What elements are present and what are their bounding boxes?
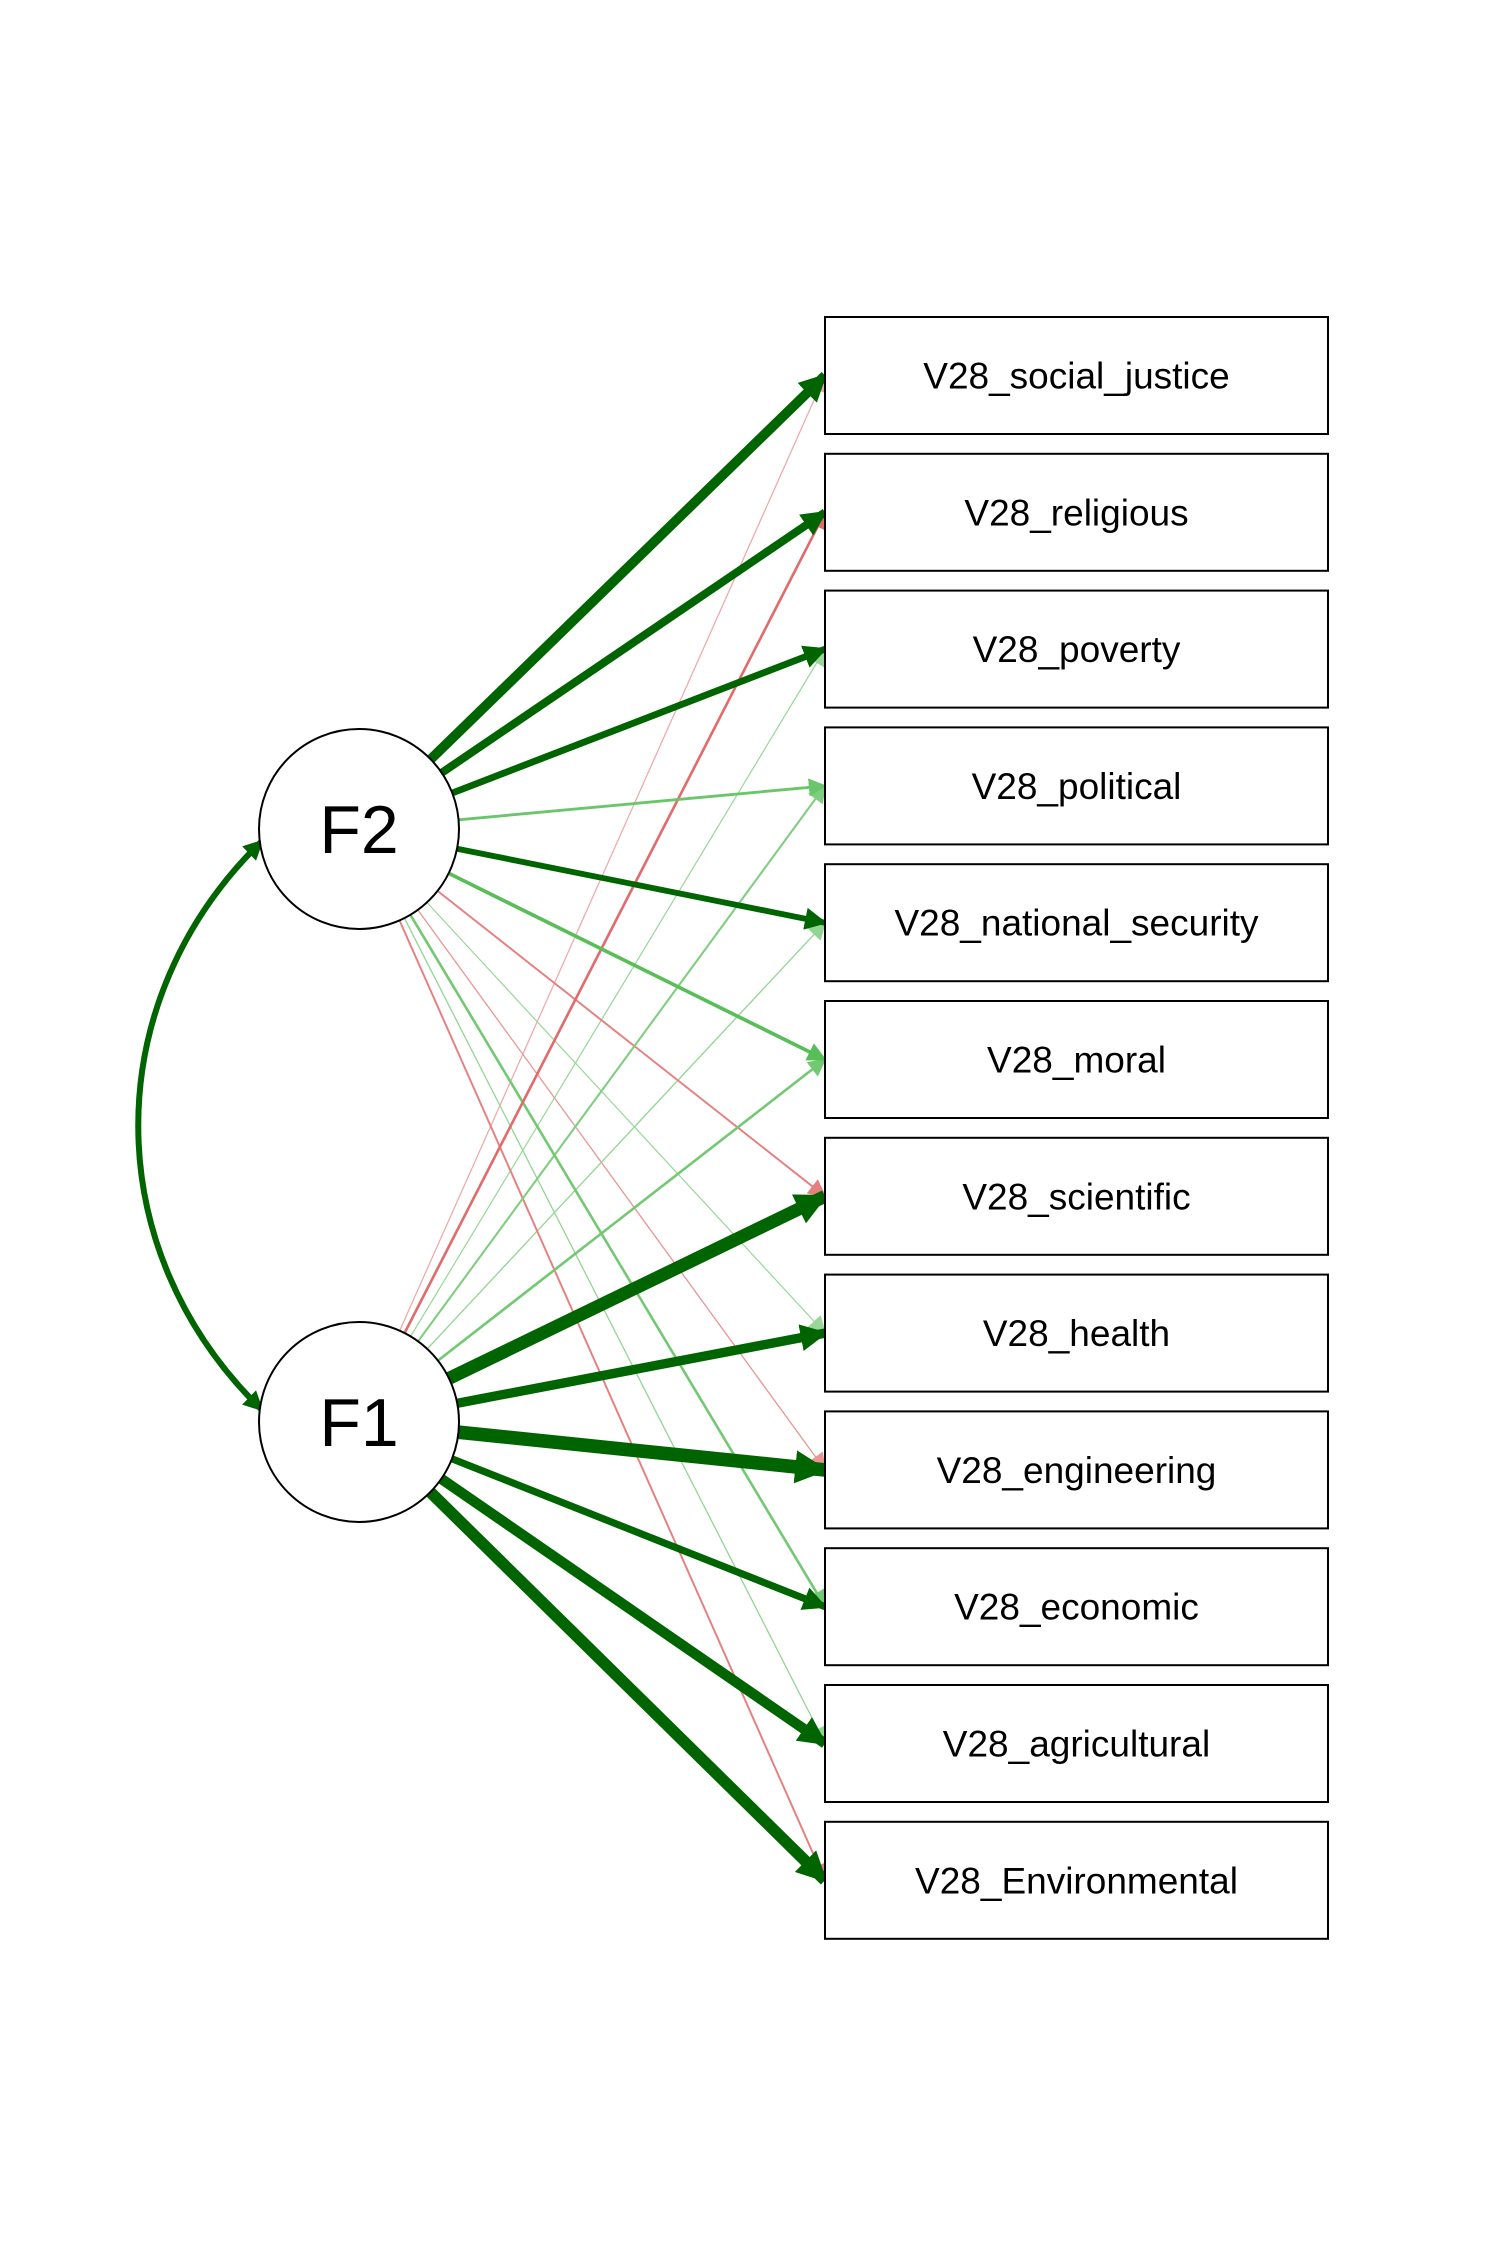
- loading-edge-F1-political: [417, 784, 827, 1342]
- observed-node-Environmental: V28_Environmental: [824, 1820, 1329, 1940]
- observed-box: [824, 1273, 1329, 1393]
- observed-label: V28_political: [972, 766, 1182, 807]
- edges-layer: [135, 372, 830, 1885]
- observed-label: V28_health: [983, 1313, 1170, 1354]
- observed-node-social_justice: V28_social_justice: [824, 316, 1329, 435]
- observed-box: [824, 1410, 1329, 1530]
- observed-box: [824, 1820, 1329, 1940]
- loading-edge-F2-religious: [439, 508, 828, 777]
- observed-label: V28_agricultural: [943, 1724, 1210, 1765]
- observed-box: [824, 1000, 1329, 1119]
- loading-edge-F1-national_security: [426, 921, 827, 1350]
- observed-box: [824, 452, 1329, 572]
- loading-edge-F2-national_security: [456, 845, 828, 930]
- loading-edge-F1-engineering: [457, 1425, 829, 1484]
- observed-label: V28_Environmental: [915, 1860, 1238, 1901]
- factor-node-F2: F2: [258, 728, 460, 930]
- observed-box: [824, 1136, 1329, 1256]
- loading-edge-F2-engineering: [417, 909, 827, 1472]
- loading-edge-F1-moral: [437, 1058, 827, 1362]
- observed-box: [824, 589, 1329, 709]
- observed-label: V28_religious: [964, 492, 1188, 533]
- loading-edge-F1-agricultural: [438, 1474, 828, 1748]
- loading-edge-F2-moral: [447, 871, 827, 1062]
- observed-node-engineering: V28_engineering: [824, 1410, 1329, 1530]
- loading-edge-F2-agricultural: [403, 917, 826, 1746]
- observed-label: V28_national_security: [894, 903, 1259, 944]
- factor-label: F1: [319, 1385, 398, 1461]
- loading-edge-F1-Environmental: [426, 1487, 830, 1885]
- observed-node-national_security: V28_national_security: [824, 863, 1329, 983]
- observed-node-poverty: V28_poverty: [824, 589, 1329, 709]
- observed-label: V28_poverty: [973, 629, 1181, 670]
- observed-label: V28_social_justice: [923, 356, 1229, 397]
- observed-box: [824, 1684, 1329, 1803]
- nodes-layer: V28_social_justiceV28_religiousV28_pover…: [258, 316, 1329, 1940]
- loading-edge-F2-social_justice: [427, 372, 829, 763]
- loading-edge-F2-political: [458, 778, 827, 822]
- factor-circle: [258, 1321, 460, 1523]
- observed-node-scientific: V28_scientific: [824, 1136, 1329, 1256]
- observed-label: V28_economic: [954, 1587, 1199, 1628]
- loading-edge-F2-scientific: [436, 890, 827, 1198]
- observed-label: V28_moral: [987, 1040, 1166, 1081]
- observed-box: [824, 726, 1329, 846]
- covariance-edge-F2-F1: [135, 838, 265, 1413]
- loading-edge-F2-health: [426, 901, 827, 1335]
- observed-box: [824, 863, 1329, 983]
- factor-label: F2: [319, 792, 398, 868]
- loading-edge-F2-poverty: [451, 645, 828, 797]
- loading-edge-F1-poverty: [410, 647, 826, 1337]
- observed-box: [824, 316, 1329, 435]
- observed-node-political: V28_political: [824, 726, 1329, 846]
- loading-edge-F1-health: [456, 1324, 828, 1408]
- loading-edge-F2-Environmental: [398, 920, 827, 1882]
- observed-node-health: V28_health: [824, 1273, 1329, 1393]
- observed-node-moral: V28_moral: [824, 1000, 1329, 1119]
- observed-label: V28_scientific: [962, 1176, 1190, 1217]
- observed-label: V28_engineering: [937, 1450, 1217, 1491]
- loading-edge-F1-scientific: [446, 1190, 828, 1385]
- loading-edge-F1-economic: [450, 1455, 828, 1611]
- loading-edge-F1-social_justice: [399, 373, 827, 1331]
- observed-box: [824, 1547, 1329, 1667]
- observed-node-agricultural: V28_agricultural: [824, 1684, 1329, 1803]
- observed-node-economic: V28_economic: [824, 1547, 1329, 1667]
- loading-edge-F1-religious: [403, 510, 827, 1334]
- factor-node-F1: F1: [258, 1321, 460, 1523]
- observed-node-religious: V28_religious: [824, 452, 1329, 572]
- factor-circle: [258, 728, 460, 930]
- loading-edge-F2-economic: [409, 914, 827, 1609]
